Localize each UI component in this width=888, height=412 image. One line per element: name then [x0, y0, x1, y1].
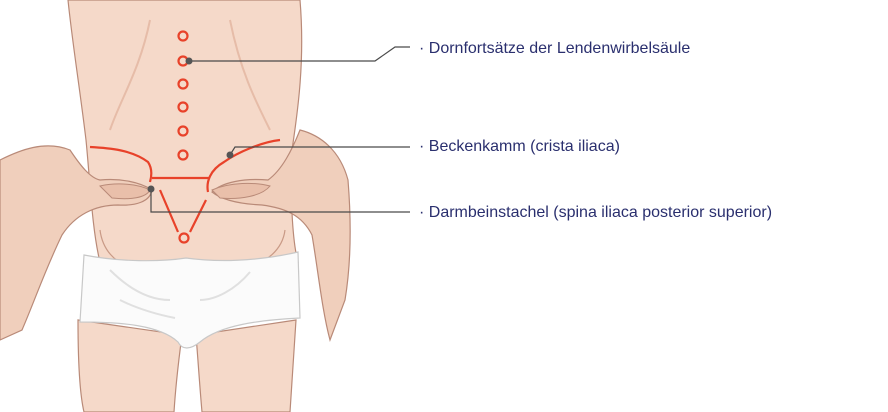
pin-iliac-crest [227, 152, 234, 159]
pin-iliac-spine [148, 186, 155, 193]
label-iliac-crest: · Beckenkamm (crista iliaca) [419, 138, 620, 156]
label-spinous-processes: · Dornfortsätze der Lendenwirbelsäule [419, 40, 690, 58]
label-posterior-iliac-spine: · Darmbeinstachel (spina iliaca posterio… [419, 204, 772, 222]
pin-spinous-processes [186, 58, 193, 65]
